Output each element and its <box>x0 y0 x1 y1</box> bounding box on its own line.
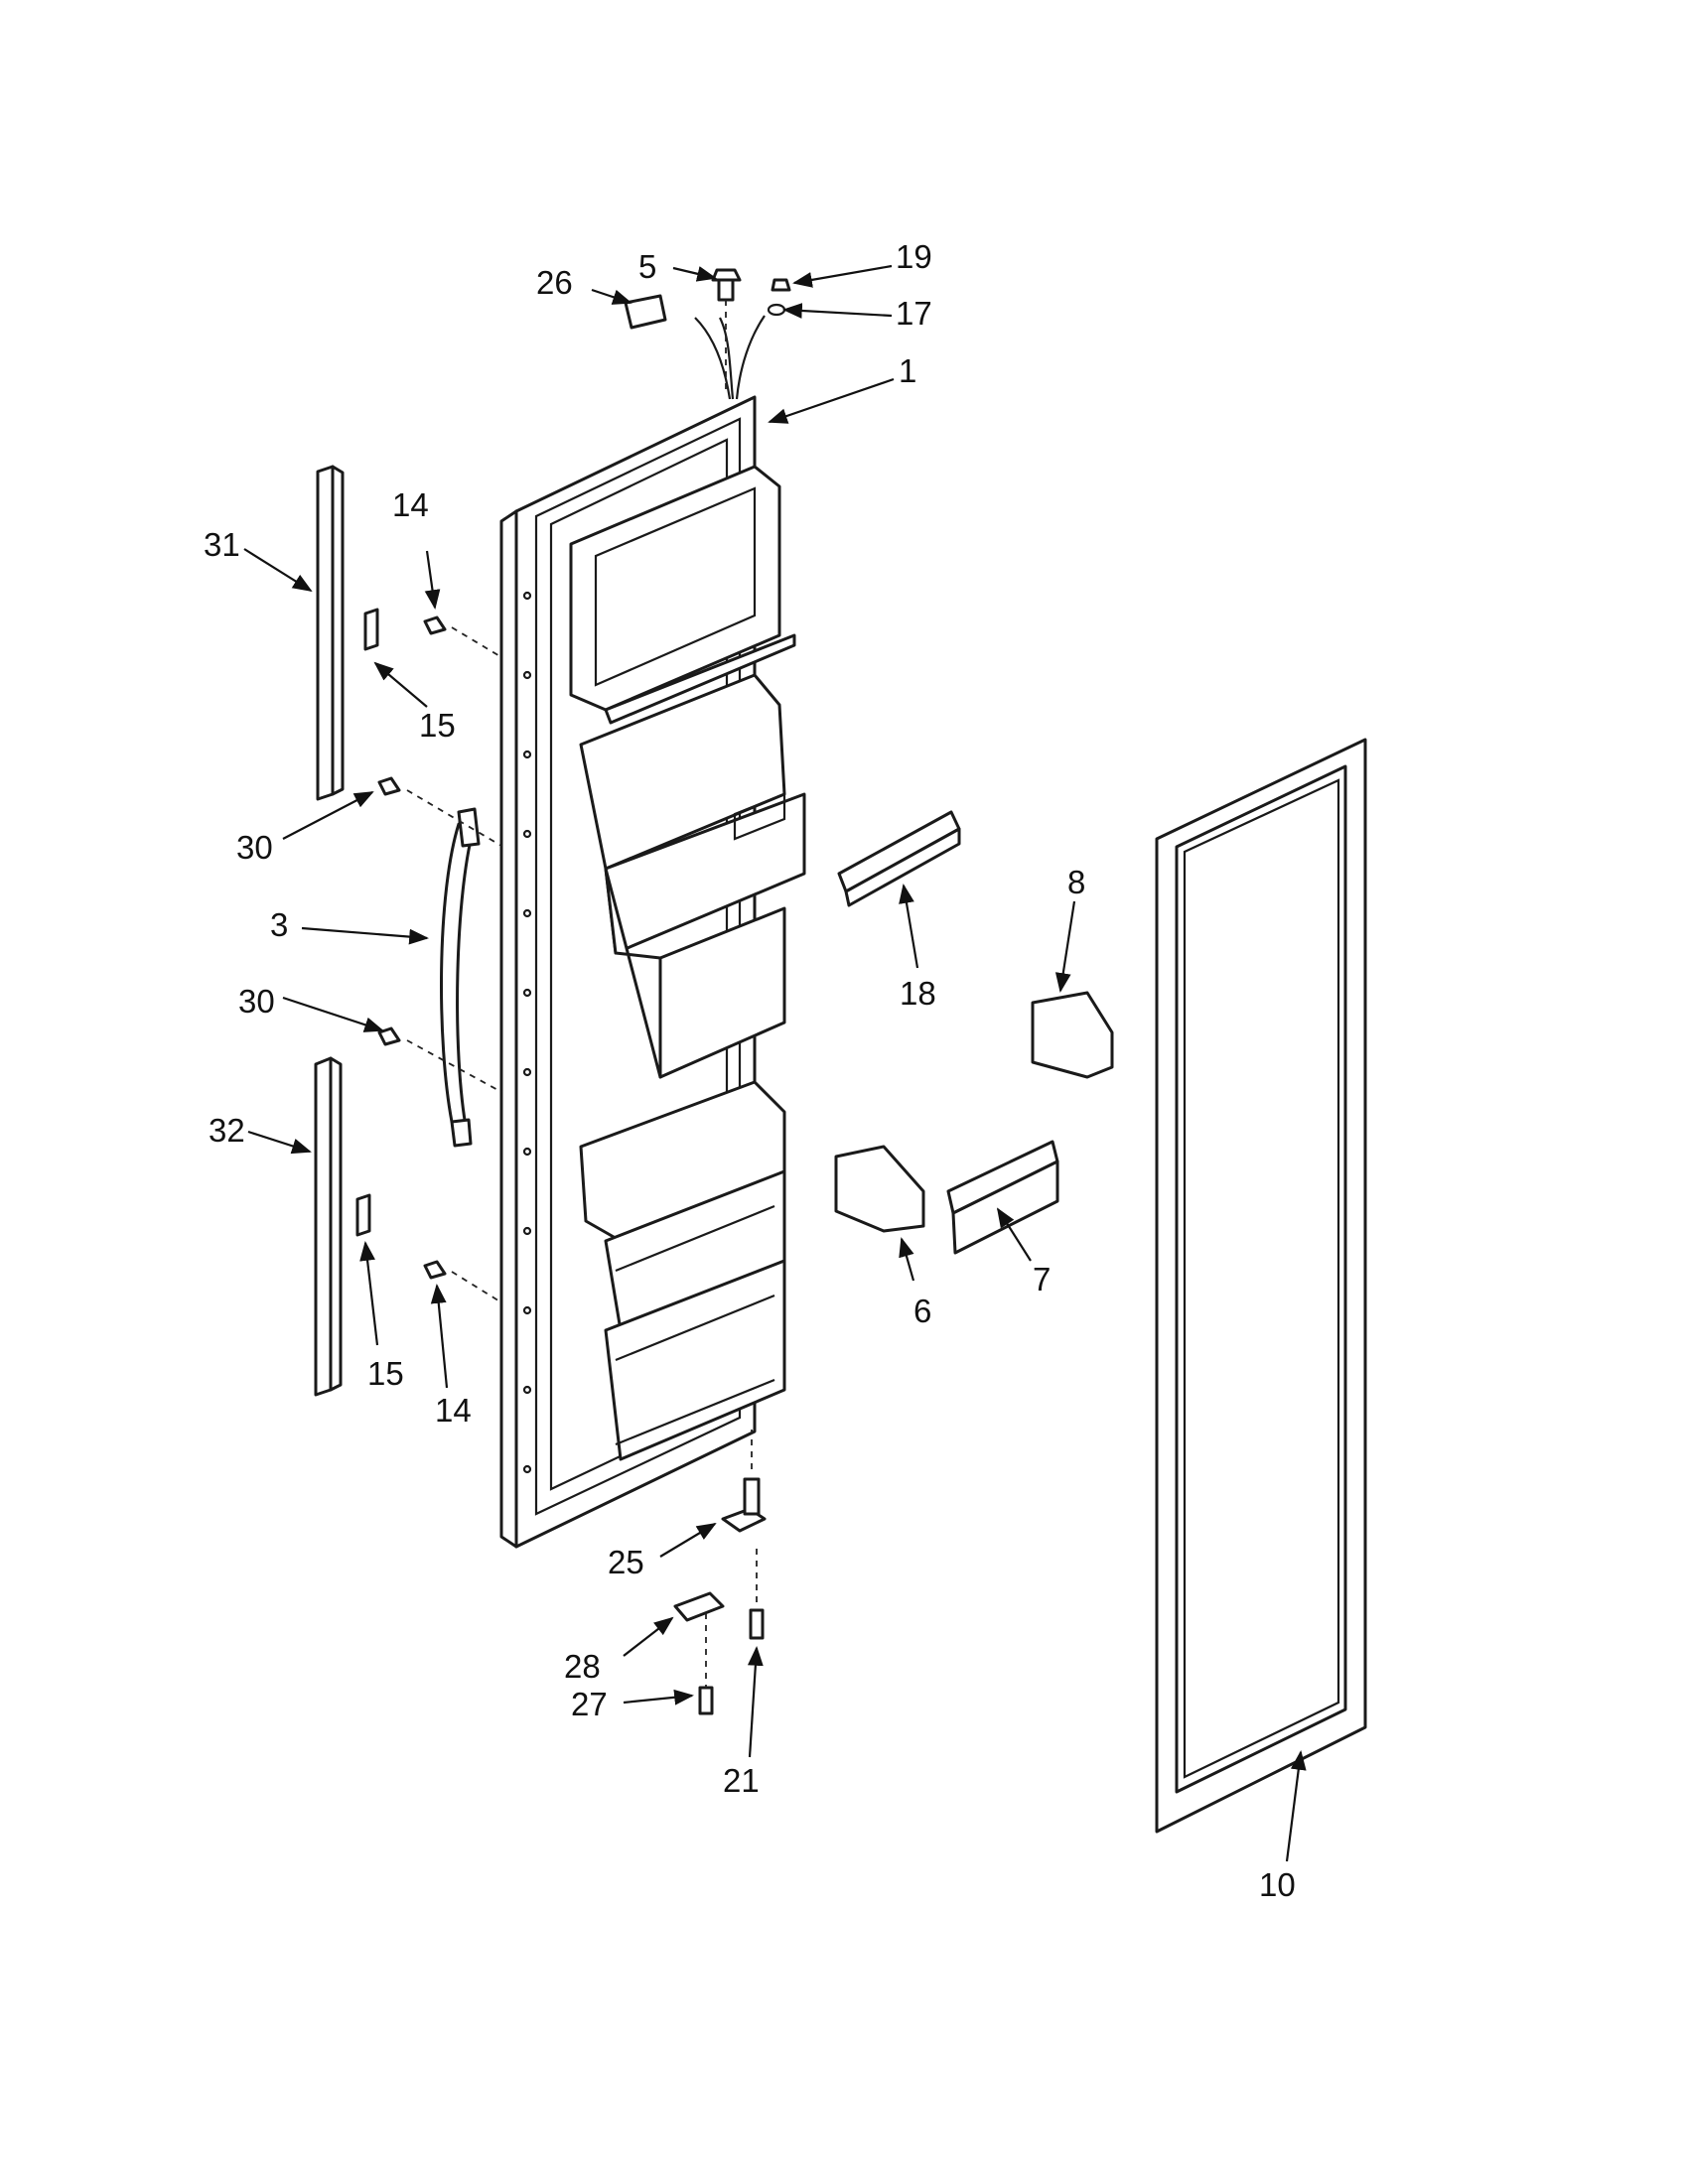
callout-18: 18 <box>900 975 936 1012</box>
callout-10: 10 <box>1259 1866 1296 1903</box>
callout-32: 32 <box>209 1112 245 1149</box>
leader-arrows <box>243 264 1307 1862</box>
callout-1: 1 <box>899 352 916 389</box>
callout-15-lower: 15 <box>367 1355 404 1392</box>
callout-17: 17 <box>896 295 932 332</box>
door-gasket <box>1155 738 1367 1834</box>
callout-8: 8 <box>1067 864 1085 900</box>
callout-19: 19 <box>896 238 932 275</box>
callout-30-lower: 30 <box>238 983 275 1020</box>
door-handle <box>440 807 481 1148</box>
callout-27: 27 <box>571 1686 608 1722</box>
door-panel <box>499 315 806 1549</box>
callout-15-upper: 15 <box>419 707 456 744</box>
callout-labels: 26 5 19 17 1 14 31 15 30 3 30 32 15 14 1… <box>204 238 1296 1903</box>
callout-14-upper: 14 <box>392 486 429 523</box>
trim-strip-upper <box>316 465 345 801</box>
callout-6: 6 <box>913 1293 931 1329</box>
callout-21: 21 <box>723 1762 760 1799</box>
hardware-parts <box>355 268 1114 1715</box>
trim-strip-lower <box>314 1056 343 1397</box>
callout-30-upper: 30 <box>236 829 273 866</box>
callout-3: 3 <box>270 906 288 943</box>
callout-25: 25 <box>608 1544 644 1580</box>
callout-26: 26 <box>536 264 573 301</box>
callout-14-lower: 14 <box>435 1392 472 1429</box>
callout-5: 5 <box>638 248 656 285</box>
callout-7: 7 <box>1033 1261 1051 1297</box>
callout-28: 28 <box>564 1648 601 1685</box>
callout-31: 31 <box>204 526 240 563</box>
